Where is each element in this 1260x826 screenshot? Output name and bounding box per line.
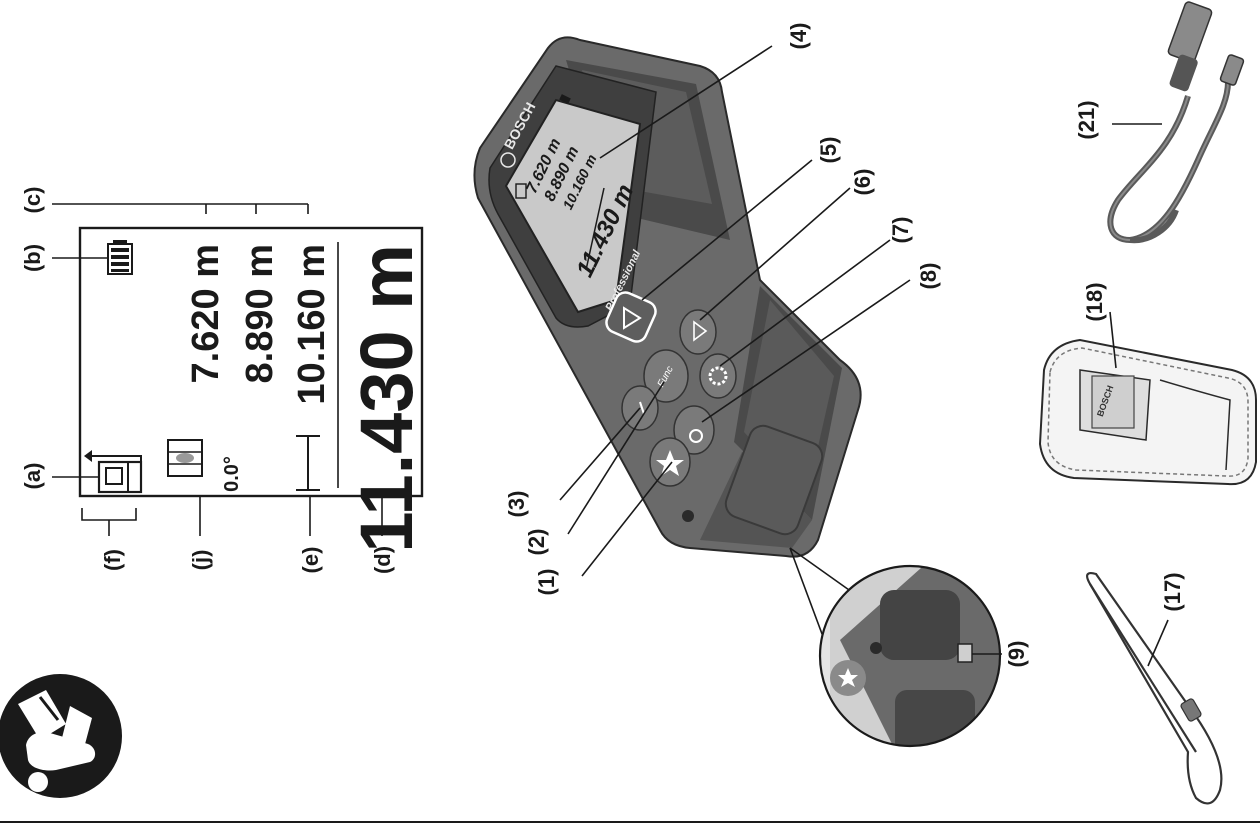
display-frame [78, 226, 424, 498]
func-button[interactable]: Func [643, 349, 689, 403]
callout-d: (d) [370, 546, 395, 574]
length-bracket-icon [296, 435, 320, 491]
wrist-strap: (17) [1086, 572, 1223, 805]
callout-b: (b) [20, 244, 45, 272]
usb-c-connector [1219, 54, 1245, 86]
callout-7: (7) [888, 217, 913, 244]
measure-button[interactable] [603, 289, 658, 344]
display-value-3: 10.160 m [291, 244, 333, 405]
reference-level-icon [84, 450, 143, 494]
callout-2: (2) [524, 529, 549, 556]
callout-8: (8) [916, 263, 941, 290]
leader-7 [719, 239, 891, 367]
leader-5 [641, 159, 813, 301]
leader-1 [581, 461, 673, 577]
leader-3 [559, 407, 641, 501]
display-result: 11.430 m [345, 244, 428, 553]
callout-a: (a) [20, 463, 45, 490]
leader-f [81, 508, 137, 536]
tilt-value: 0.0° [221, 456, 243, 492]
minus-icon [639, 401, 645, 415]
battery-icon [107, 240, 133, 275]
leader-17 [1147, 619, 1169, 667]
callout-3: (3) [504, 491, 529, 518]
protective-pouch: BOSCH (18) [1038, 282, 1257, 486]
bosch-logo-icon [500, 152, 516, 168]
favorite-button[interactable] [649, 437, 691, 487]
power-button[interactable] [673, 405, 715, 455]
power-icon [689, 429, 703, 443]
callout-21: (21) [1074, 100, 1099, 139]
leader-2 [567, 381, 665, 535]
display-value-1: 7.620 m [185, 244, 227, 383]
callout-c: (c) [20, 187, 45, 214]
strap-eyelet [682, 510, 694, 522]
usb-a-connector [1167, 1, 1213, 63]
spirit-level-icon [167, 439, 203, 477]
leader-18 [1109, 311, 1117, 369]
callout-e: (e) [298, 547, 323, 574]
callout-j: (j) [188, 550, 213, 571]
leader-6 [699, 187, 851, 321]
zoom-line-bottom [789, 547, 829, 651]
triangle-icon [693, 320, 708, 342]
callout-9: (9) [1004, 641, 1029, 668]
callout-5: (5) [816, 137, 841, 164]
callout-18: (18) [1082, 282, 1107, 321]
usb-cable: (21) [1074, 1, 1245, 244]
callout-1: (1) [534, 569, 559, 596]
display-diagram: 7.620 m 8.890 m 10.160 m 11.430 m [20, 187, 428, 574]
read-manual-icon [0, 674, 122, 798]
laser-device: 7.620 m 8.890 m 10.160 m 11.430 m BOSCH … [473, 23, 941, 651]
laser-port-detail: (9) [818, 564, 1029, 748]
laser-port-icon [957, 643, 973, 663]
plus-button[interactable] [679, 309, 717, 355]
callout-17: (17) [1160, 572, 1185, 611]
star-icon [838, 668, 858, 687]
leader-c [52, 203, 309, 214]
play-icon [623, 306, 642, 330]
leader-8 [701, 279, 911, 423]
display-value-2: 8.890 m [239, 244, 281, 383]
gear-icon [708, 366, 728, 386]
callout-f: (f) [100, 549, 125, 571]
settings-button[interactable] [699, 353, 737, 399]
callout-4: (4) [786, 23, 811, 50]
callout-6: (6) [850, 169, 875, 196]
star-icon [656, 450, 684, 476]
leader-4 [599, 45, 773, 159]
